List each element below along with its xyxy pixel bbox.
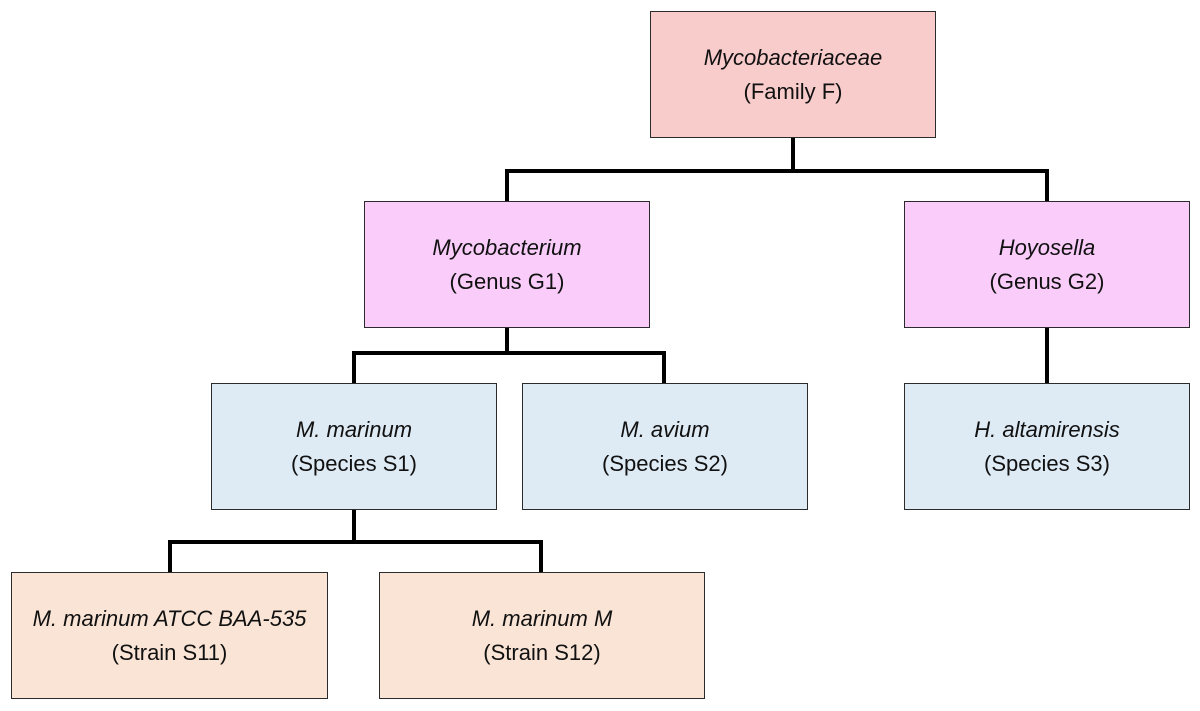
node-rank: (Genus G2) <box>989 268 1105 294</box>
node-rank: (Strain S11) <box>111 639 228 665</box>
node-strain-m-marinum-m: M. marinum M (Strain S12) <box>379 572 705 699</box>
node-rank: (Family F) <box>743 78 843 104</box>
node-genus-hoyosella: Hoyosella (Genus G2) <box>904 201 1190 328</box>
node-family-mycobacteriaceae: Mycobacteriaceae (Family F) <box>650 11 936 138</box>
node-name: Hoyosella <box>998 234 1096 260</box>
connector-family-to-genera <box>505 169 1049 203</box>
node-name: M. marinum M <box>471 605 613 631</box>
node-rank: (Species S2) <box>602 450 728 476</box>
node-name: M. marinum ATCC BAA-535 <box>32 605 307 631</box>
node-name: M. marinum <box>295 416 413 442</box>
node-species-m-avium: M. avium (Species S2) <box>522 383 808 510</box>
node-name: M. avium <box>620 416 710 442</box>
node-rank: (Species S1) <box>291 450 417 476</box>
node-species-m-marinum: M. marinum (Species S1) <box>211 383 497 510</box>
node-genus-mycobacterium: Mycobacterium (Genus G1) <box>364 201 650 328</box>
node-species-h-altamirensis: H. altamirensis (Species S3) <box>904 383 1190 510</box>
node-name: H. altamirensis <box>974 416 1120 442</box>
connector-species-s1-to-strains <box>168 540 543 574</box>
node-rank: (Genus G1) <box>449 268 565 294</box>
node-name: Mycobacteriaceae <box>703 44 883 70</box>
node-rank: (Strain S12) <box>483 639 601 665</box>
node-strain-atcc-baa-535: M. marinum ATCC BAA-535 (Strain S11) <box>11 572 328 699</box>
node-rank: (Species S3) <box>984 450 1110 476</box>
connector-genus-g1-to-species <box>352 351 666 385</box>
node-name: Mycobacterium <box>432 234 582 260</box>
